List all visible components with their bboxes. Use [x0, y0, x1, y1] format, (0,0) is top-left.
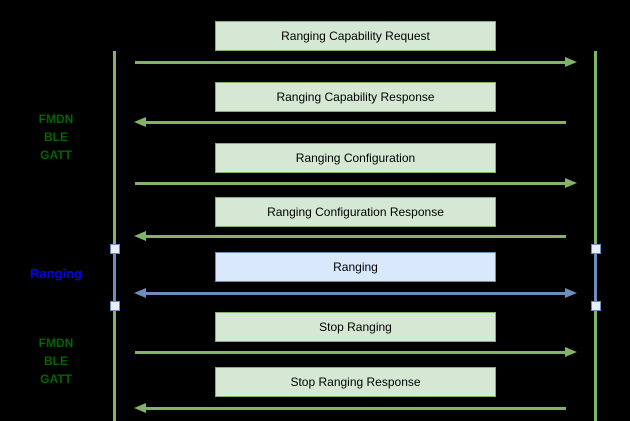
right-lifeline-ranging-segment: [594, 250, 597, 306]
arrowhead-left: [134, 403, 146, 413]
label-line: BLE: [44, 130, 68, 144]
arrowhead-left: [134, 288, 146, 298]
message-box: Ranging Configuration: [215, 143, 496, 173]
message-box: Ranging Capability Request: [215, 21, 496, 51]
message-label: Stop Ranging: [319, 320, 392, 334]
left-lifeline: [113, 51, 116, 421]
message-label: Ranging Capability Response: [276, 90, 435, 104]
message-box: Ranging Capability Response: [215, 82, 496, 112]
message-box: Ranging Configuration Response: [215, 197, 496, 227]
ranging-endpoint-marker: [110, 244, 120, 254]
label-line: Ranging: [30, 266, 82, 281]
arrowhead-right: [565, 178, 577, 188]
label-line: FMDN: [38, 336, 74, 350]
left-lifeline-ranging-segment: [113, 250, 116, 306]
message-arrow: [146, 406, 566, 410]
ranging-endpoint-marker: [591, 244, 601, 254]
label-fmdn-ble-gatt-top: FMDN BLE GATT: [16, 110, 96, 164]
arrowhead-right: [565, 57, 577, 67]
arrowhead-left: [134, 231, 146, 241]
message-label: Ranging: [333, 260, 378, 274]
message-box: Stop Ranging: [215, 312, 496, 342]
message-arrow: [146, 291, 565, 295]
message-box: Stop Ranging Response: [215, 367, 496, 397]
label-line: GATT: [40, 148, 72, 162]
arrowhead-right: [565, 288, 577, 298]
label-line: BLE: [44, 354, 68, 368]
message-label: Ranging Configuration: [295, 151, 416, 165]
message-label: Ranging Configuration Response: [267, 205, 444, 219]
message-label: Stop Ranging Response: [290, 375, 421, 389]
message-arrow: [135, 60, 566, 64]
message-arrow: [135, 181, 566, 185]
right-lifeline: [594, 51, 597, 421]
label-ranging: Ranging: [16, 265, 96, 283]
label-fmdn-ble-gatt-bottom: FMDN BLE GATT: [16, 334, 96, 388]
message-arrow: [135, 350, 566, 354]
arrowhead-right: [565, 347, 577, 357]
label-line: GATT: [40, 372, 72, 386]
label-line: FMDN: [38, 112, 74, 126]
ranging-endpoint-marker: [591, 301, 601, 311]
message-arrow: [146, 120, 566, 124]
message-arrow: [146, 234, 566, 238]
message-label: Ranging Capability Request: [281, 29, 430, 43]
message-box: Ranging: [215, 252, 496, 282]
ranging-endpoint-marker: [110, 301, 120, 311]
arrowhead-left: [134, 117, 146, 127]
